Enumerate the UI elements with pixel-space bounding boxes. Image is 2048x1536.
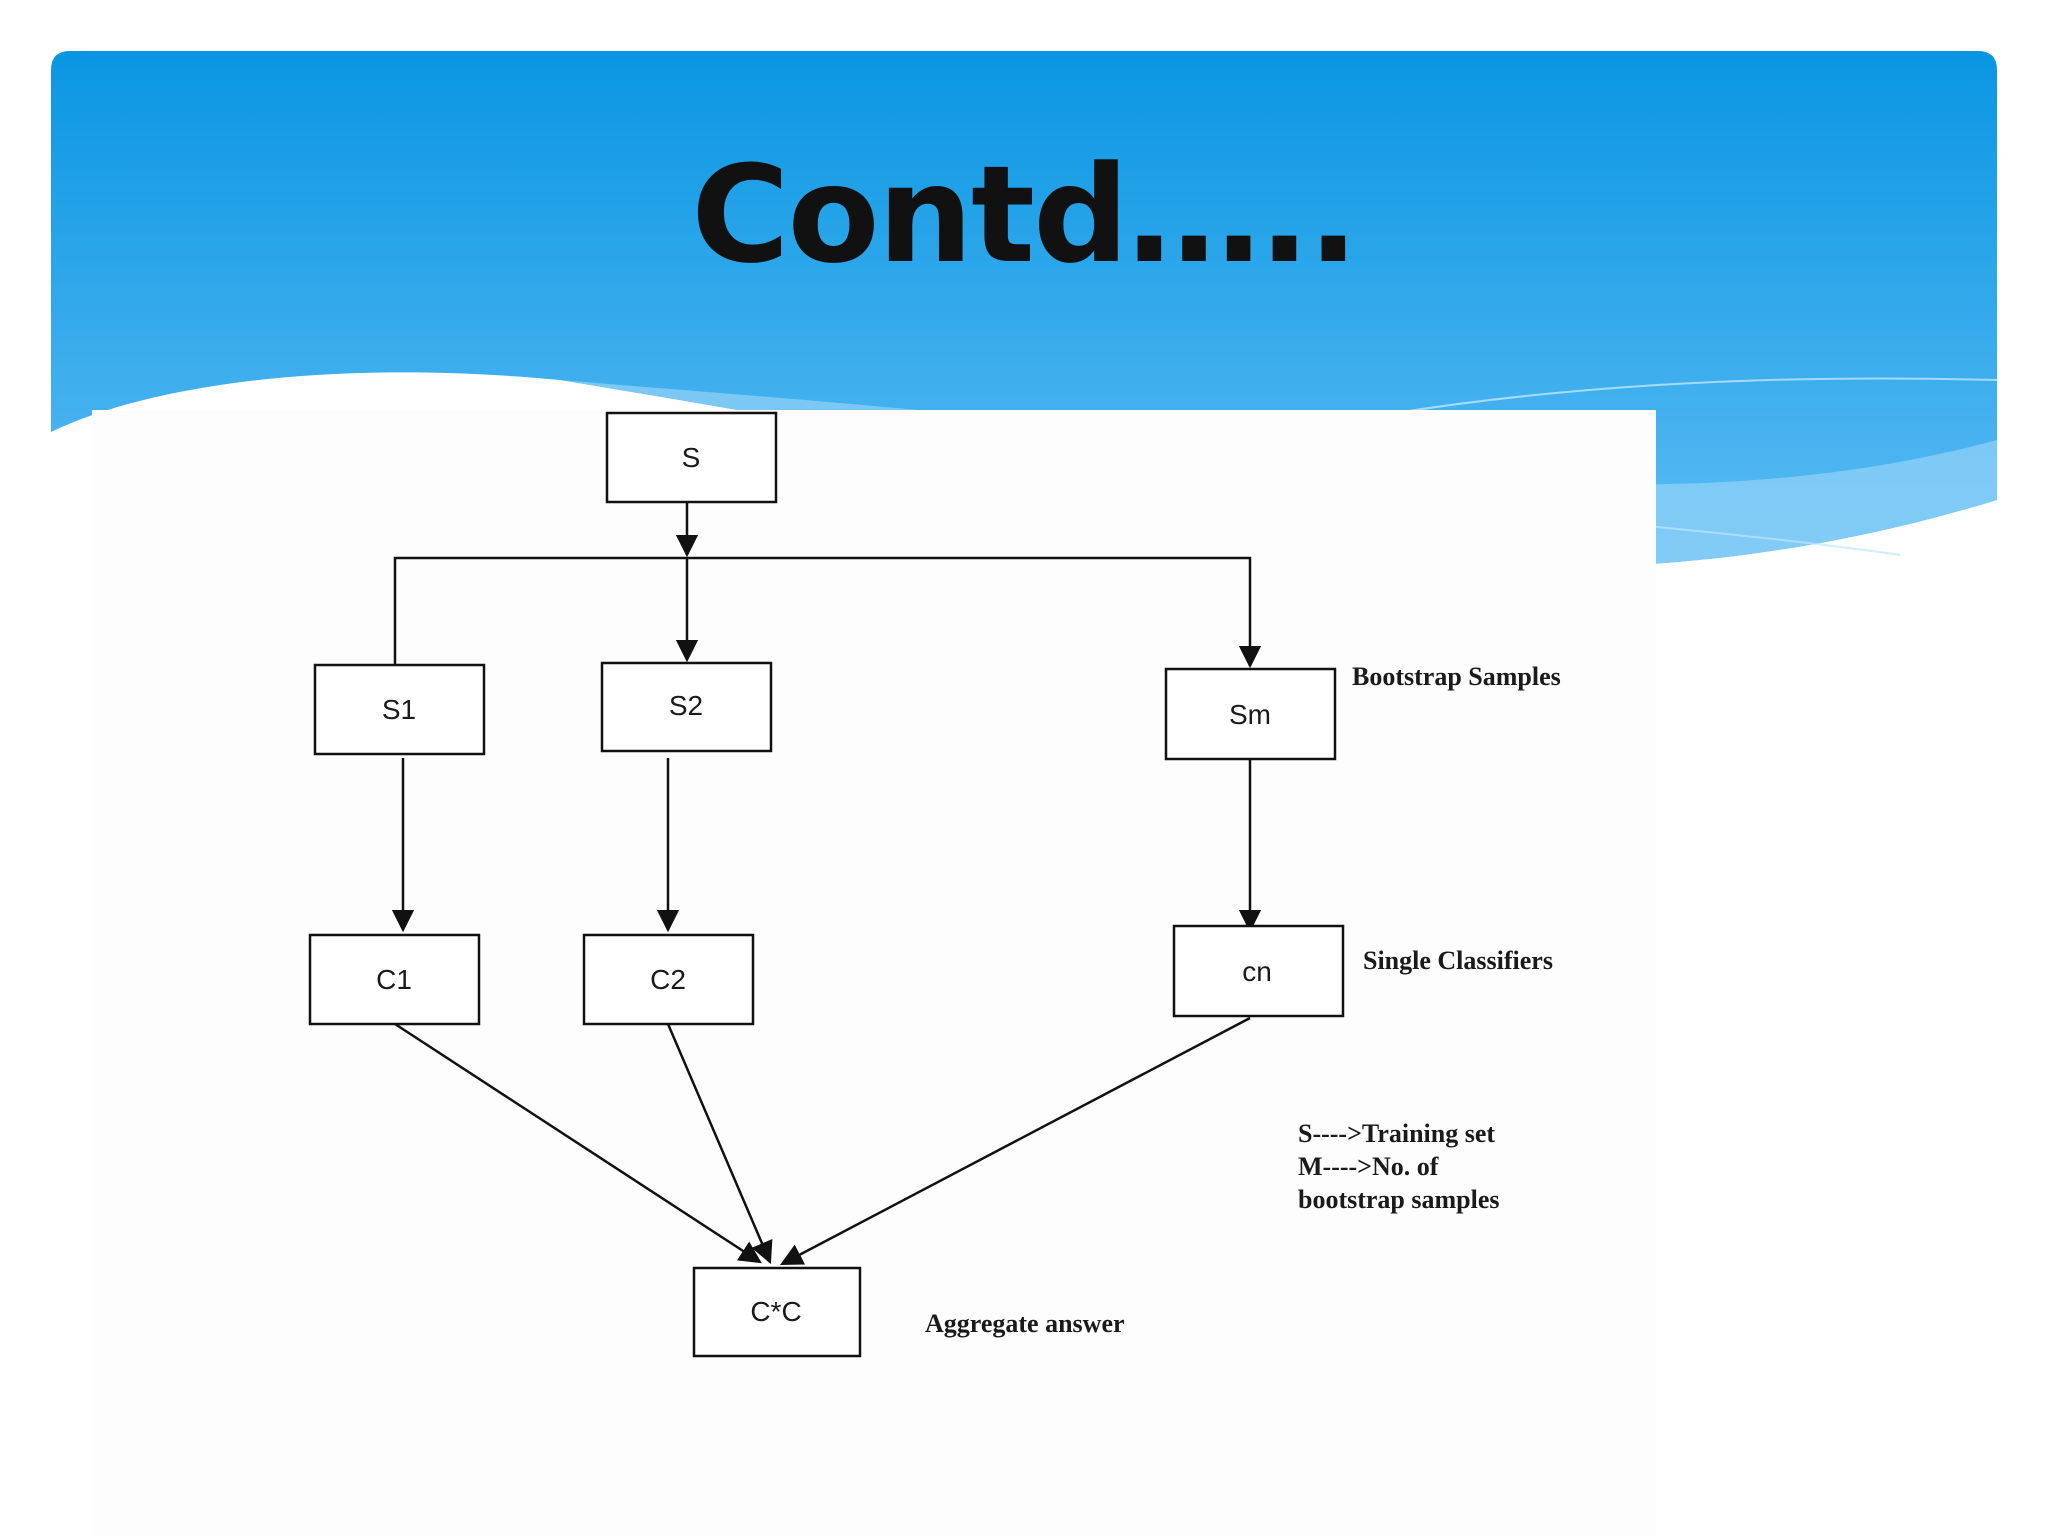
node-s2-label: S2: [669, 690, 703, 721]
node-aggregate: C*C: [692, 1266, 862, 1358]
node-sm-label: Sm: [1229, 699, 1271, 730]
node-root: S: [605, 411, 778, 504]
node-root-label: S: [682, 442, 701, 473]
node-s1-label: S1: [382, 694, 416, 725]
aggregate-answer-label: Aggregate answer: [925, 1309, 1125, 1338]
node-c2-label: C2: [650, 964, 686, 995]
single-classifiers-label: Single Classifiers: [1363, 946, 1553, 975]
slide-title: Contd…..: [691, 137, 1359, 293]
node-c1: C1: [308, 933, 481, 1026]
node-s2: S2: [600, 661, 773, 753]
node-sm: Sm: [1164, 667, 1337, 761]
edge-c1-to-aggregate: [394, 1022, 762, 1264]
node-cn-label: cn: [1242, 956, 1272, 987]
edge-branch-bar: [393, 556, 1262, 669]
edge-c2-to-aggregate: [666, 1023, 773, 1265]
legend-line-1: S---->Training set: [1298, 1119, 1495, 1148]
node-c2: C2: [582, 933, 755, 1026]
node-s1: S1: [313, 663, 486, 756]
bootstrap-samples-label: Bootstrap Samples: [1352, 662, 1561, 691]
node-aggregate-label: C*C: [750, 1296, 801, 1327]
legend-line-2: M---->No. of: [1298, 1152, 1439, 1181]
legend-line-3: bootstrap samples: [1298, 1185, 1500, 1214]
node-c1-label: C1: [376, 964, 412, 995]
edge-cn-to-aggregate: [780, 1016, 1251, 1266]
node-cn: cn: [1172, 924, 1345, 1018]
